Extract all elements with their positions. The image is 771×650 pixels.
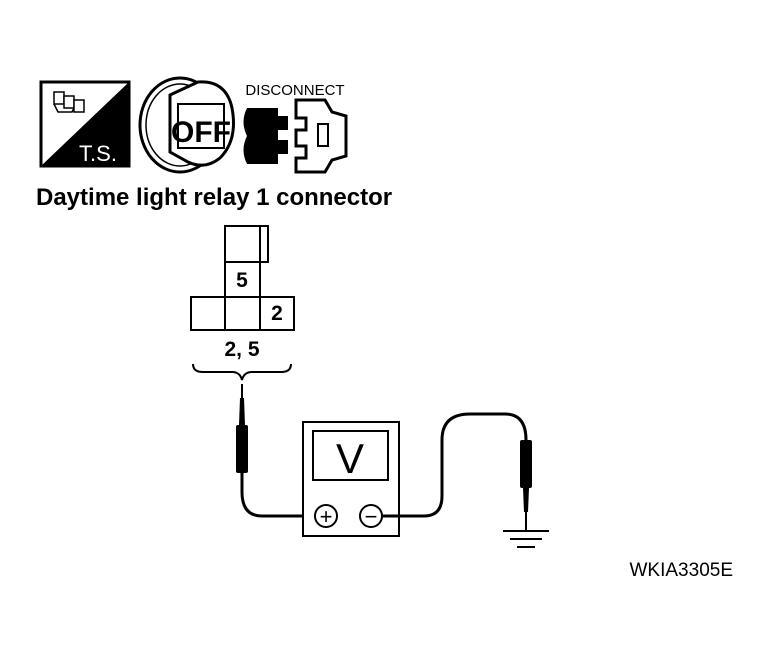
ts-label: T.S.: [79, 141, 117, 166]
ignition-off-icon: OFF: [138, 76, 235, 174]
voltmeter: V + −: [302, 421, 400, 537]
disconnect-label: DISCONNECT: [245, 82, 344, 99]
ts-icon: T.S.: [39, 80, 131, 168]
ground-icon: [503, 530, 549, 548]
negative-probe: [382, 412, 532, 530]
ignition-off-label: OFF: [171, 116, 231, 149]
disconnect-icon: DISCONNECT: [243, 82, 348, 174]
negative-terminal-symbol: −: [365, 504, 378, 529]
terminal-brace: [192, 363, 292, 381]
positive-terminal: [314, 504, 338, 528]
positive-terminal-symbol: +: [320, 504, 333, 529]
diagram-title: Daytime light relay 1 connector: [36, 184, 392, 211]
voltmeter-symbol: V: [336, 435, 364, 482]
terminal-5-label: 5: [236, 269, 248, 292]
connector-face: [190, 225, 295, 331]
measure-terminals-label: 2, 5: [224, 338, 259, 361]
terminal-2-label: 2: [271, 302, 283, 325]
figure-id: WKIA3305E: [630, 560, 734, 581]
positive-probe: [236, 384, 314, 518]
